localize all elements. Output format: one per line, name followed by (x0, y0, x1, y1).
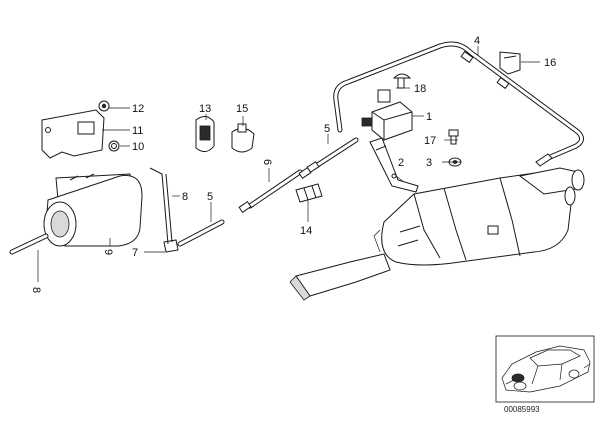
callout-16: 16 (544, 57, 556, 69)
mounting-bracket (41, 100, 120, 159)
clamp-parts (195, 116, 323, 203)
callout-13: 13 (199, 103, 211, 115)
callout-labels: 1 2 3 4 5 5 6 7 8 8 9 10 11 12 13 14 15 … (30, 35, 556, 293)
hose-parts (149, 137, 359, 253)
callout-17: 17 (424, 135, 436, 147)
canister-part (9, 173, 143, 255)
callout-5-upper: 5 (324, 123, 330, 135)
vehicle-inset: 00085993 (495, 335, 595, 414)
inset-frame (495, 335, 595, 403)
callout-11: 11 (132, 125, 143, 137)
callout-14: 14 (300, 225, 312, 237)
pipe-assembly (333, 41, 584, 167)
callout-10: 10 (132, 141, 144, 153)
reference-id: 00085993 (504, 405, 540, 414)
callout-15: 15 (236, 103, 248, 115)
small-parts (392, 51, 521, 167)
callout-1: 1 (426, 111, 432, 123)
car-silhouette-icon (501, 345, 591, 393)
callout-3: 3 (426, 157, 432, 169)
callout-4: 4 (474, 35, 480, 47)
callout-6: 6 (261, 159, 273, 165)
callout-5-lower: 5 (207, 191, 213, 203)
callout-8-lower: 8 (30, 287, 42, 293)
callout-8-upper: 8 (182, 191, 188, 203)
valve-part (361, 89, 413, 141)
callout-12: 12 (132, 103, 144, 115)
callout-7: 7 (132, 247, 138, 259)
callout-2: 2 (398, 157, 404, 169)
leader-lines (37, 46, 540, 282)
callout-9: 9 (102, 249, 114, 255)
bracket-part (369, 137, 419, 193)
muffler-assembly (289, 167, 585, 301)
callout-18: 18 (414, 83, 426, 95)
